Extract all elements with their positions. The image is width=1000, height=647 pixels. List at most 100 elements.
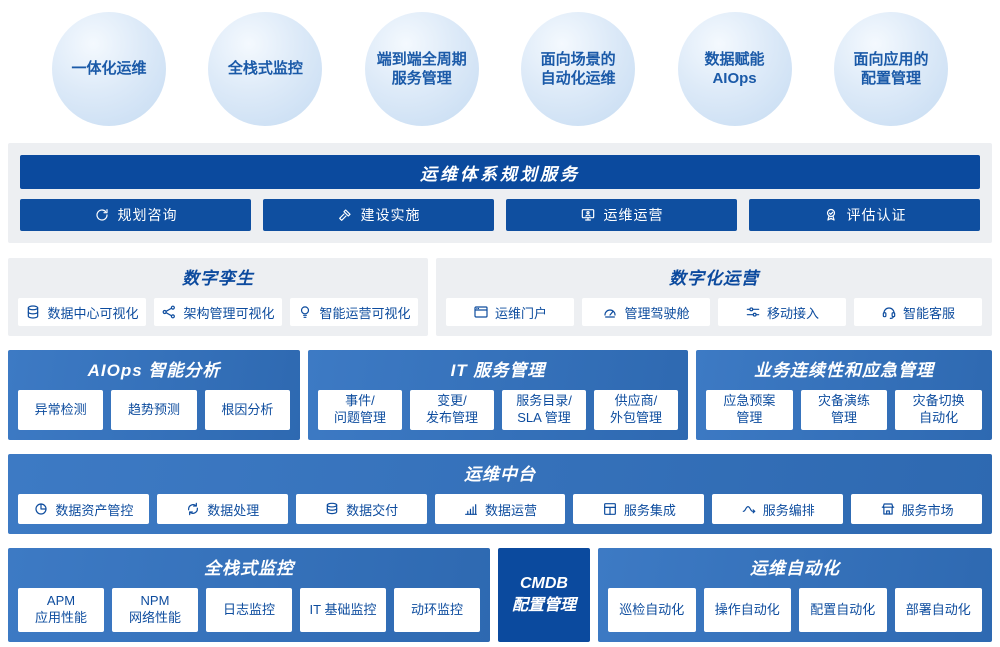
chip-deploy-automation: 部署自动化 — [894, 588, 982, 632]
full-stack-monitoring-panel: 全栈式监控 APM 应用性能 NPM 网络性能 日志监控 IT 基础监控 动环监… — [8, 548, 490, 642]
planning-consulting-label: 规划咨询 — [117, 207, 178, 223]
digital-operation-panel: 数字化运营 运维门户 管理驾驶舱 移动接入 智能客服 — [436, 258, 992, 336]
chip-facility-monitoring: 动环监控 — [394, 588, 480, 632]
planning-section-title: 运维体系规划服务 — [20, 155, 980, 189]
chip-label: 运维门户 — [494, 305, 547, 321]
chip-it-infra-monitoring: IT 基础监控 — [300, 588, 386, 632]
build-tool-icon — [337, 207, 353, 223]
bubble-full-stack-monitoring: 全栈式监控 — [208, 12, 323, 126]
coins-icon — [324, 501, 340, 517]
topology-icon — [161, 304, 177, 320]
chip-operation-automation: 操作自动化 — [703, 588, 791, 632]
aiops-title: AIOps 智能分析 — [87, 361, 221, 380]
itsm-panel: IT 服务管理 事件/ 问题管理 变更/ 发布管理 服务目录/ SLA 管理 供… — [308, 350, 688, 440]
twin-operation-row: 数字孪生 数据中心可视化 架构管理可视化 智能运营可视化 数字化运营 — [8, 258, 992, 336]
chip-label: 数据运营 — [485, 502, 538, 518]
assess-certify-label: 评估认证 — [846, 207, 907, 223]
chip-service-integration: 服务集成 — [573, 494, 705, 524]
chip-ops-portal: 运维门户 — [446, 298, 574, 326]
database-icon — [25, 304, 41, 320]
bubble-app-config-mgmt: 面向应用的 配置管理 — [833, 12, 948, 126]
digital-operation-title: 数字化运营 — [669, 269, 759, 288]
bubble-data-aiops: 数据赋能 AIOps — [677, 12, 792, 126]
platform-title: 运维中台 — [464, 465, 536, 484]
digital-operation-chips: 运维门户 管理驾驶舱 移动接入 智能客服 — [446, 298, 982, 326]
automation-title: 运维自动化 — [750, 559, 840, 578]
chip-dr-switch-automation: 灾备切换 自动化 — [895, 390, 983, 430]
chip-trend-prediction: 趋势预测 — [111, 390, 197, 430]
chip-log-monitoring: 日志监控 — [206, 588, 292, 632]
chip-service-market: 服务市场 — [851, 494, 983, 524]
chip-label: 数据处理 — [207, 502, 260, 518]
chip-label: 架构管理可视化 — [183, 305, 275, 321]
chip-anomaly-detection: 异常检测 — [18, 390, 104, 430]
chip-intelligent-ops-visualization: 智能运营可视化 — [290, 298, 418, 326]
cycle-arrows-icon — [185, 501, 201, 517]
chip-root-cause-analysis: 根因分析 — [204, 390, 290, 430]
build-implement-item: 建设实施 — [263, 199, 494, 231]
chip-data-operation: 数据运营 — [434, 494, 566, 524]
operations-screen-icon — [580, 207, 596, 223]
chip-label: 数据资产管控 — [55, 502, 134, 518]
bcm-title: 业务连续性和应急管理 — [754, 361, 934, 380]
bcm-chips: 应急预案 管理 灾备演练 管理 灾备切换 自动化 — [706, 390, 983, 430]
capability-bubbles: 一体化运维 全栈式监控 端到端全周期 服务管理 面向场景的 自动化运维 数据赋能… — [8, 10, 992, 128]
chip-emergency-plan-mgmt: 应急预案 管理 — [706, 390, 793, 430]
chip-data-asset-control: 数据资产管控 — [18, 494, 149, 524]
chip-mobile-access: 移动接入 — [718, 298, 846, 326]
chip-npm: NPM 网络性能 — [112, 588, 198, 632]
itsm-title: IT 服务管理 — [450, 361, 546, 380]
ops-operation-label: 运维运营 — [603, 207, 664, 223]
planning-consulting-item: 规划咨询 — [20, 199, 251, 231]
chip-label: 移动接入 — [766, 305, 819, 321]
bubble-e2e-lifecycle-service: 端到端全周期 服务管理 — [364, 12, 479, 126]
flow-icon — [741, 501, 757, 517]
analysis-service-row: AIOps 智能分析 异常检测 趋势预测 根因分析 IT 服务管理 事件/ 问题… — [8, 350, 992, 440]
assess-certify-item: 评估认证 — [749, 199, 980, 231]
bcm-panel: 业务连续性和应急管理 应急预案 管理 灾备演练 管理 灾备切换 自动化 — [696, 350, 992, 440]
chip-label: 服务集成 — [623, 502, 676, 518]
planning-section: 运维体系规划服务 规划咨询 建设实施 运维运营 评估认证 — [8, 143, 992, 243]
portal-window-icon — [473, 304, 489, 320]
aiops-chips: 异常检测 趋势预测 根因分析 — [18, 390, 290, 430]
chip-label: 服务市场 — [901, 502, 954, 518]
plan-cycle-icon — [94, 207, 110, 223]
bulb-icon — [297, 304, 313, 320]
chip-inspection-automation: 巡检自动化 — [608, 588, 696, 632]
monitoring-title: 全栈式监控 — [204, 559, 294, 578]
chip-label: 数据中心可视化 — [47, 305, 139, 321]
digital-twin-title: 数字孪生 — [182, 269, 254, 288]
chip-vendor-outsourcing-mgmt: 供应商/ 外包管理 — [594, 390, 678, 430]
certification-badge-icon — [823, 207, 839, 223]
chip-incident-problem-mgmt: 事件/ 问题管理 — [318, 390, 402, 430]
ops-automation-panel: 运维自动化 巡检自动化 操作自动化 配置自动化 部署自动化 — [598, 548, 992, 642]
chip-label: 智能运营可视化 — [319, 305, 411, 321]
chip-datacenter-visualization: 数据中心可视化 — [18, 298, 146, 326]
build-implement-label: 建设实施 — [360, 207, 421, 223]
chip-service-orchestration: 服务编排 — [712, 494, 844, 524]
digital-twin-panel: 数字孪生 数据中心可视化 架构管理可视化 智能运营可视化 — [8, 258, 428, 336]
chip-label: 管理驾驶舱 — [624, 305, 690, 321]
chip-dr-drill-mgmt: 灾备演练 管理 — [800, 390, 888, 430]
chip-config-automation: 配置自动化 — [799, 588, 887, 632]
chip-catalog-sla-mgmt: 服务目录/ SLA 管理 — [502, 390, 586, 430]
itsm-chips: 事件/ 问题管理 变更/ 发布管理 服务目录/ SLA 管理 供应商/ 外包管理 — [318, 390, 678, 430]
window-grid-icon — [602, 501, 618, 517]
chip-data-processing: 数据处理 — [156, 494, 288, 524]
chip-change-release-mgmt: 变更/ 发布管理 — [410, 390, 494, 430]
aiops-panel: AIOps 智能分析 异常检测 趋势预测 根因分析 — [8, 350, 300, 440]
chip-management-cockpit: 管理驾驶舱 — [582, 298, 710, 326]
chip-architecture-visualization: 架构管理可视化 — [154, 298, 282, 326]
chip-label: 智能客服 — [902, 305, 955, 321]
bubble-scenario-automation: 面向场景的 自动化运维 — [521, 12, 636, 126]
digital-twin-chips: 数据中心可视化 架构管理可视化 智能运营可视化 — [18, 298, 418, 326]
chip-label: 服务编排 — [762, 502, 815, 518]
platform-chips: 数据资产管控 数据处理 数据交付 数据运营 服务集成 服务编排 — [18, 494, 983, 524]
sliders-icon — [745, 304, 761, 320]
chip-data-delivery: 数据交付 — [295, 494, 427, 524]
storefront-icon — [880, 501, 896, 517]
planning-buttons: 规划咨询 建设实施 运维运营 评估认证 — [20, 199, 980, 231]
pie-chart-icon — [33, 501, 49, 517]
bottom-row: 全栈式监控 APM 应用性能 NPM 网络性能 日志监控 IT 基础监控 动环监… — [8, 548, 992, 642]
